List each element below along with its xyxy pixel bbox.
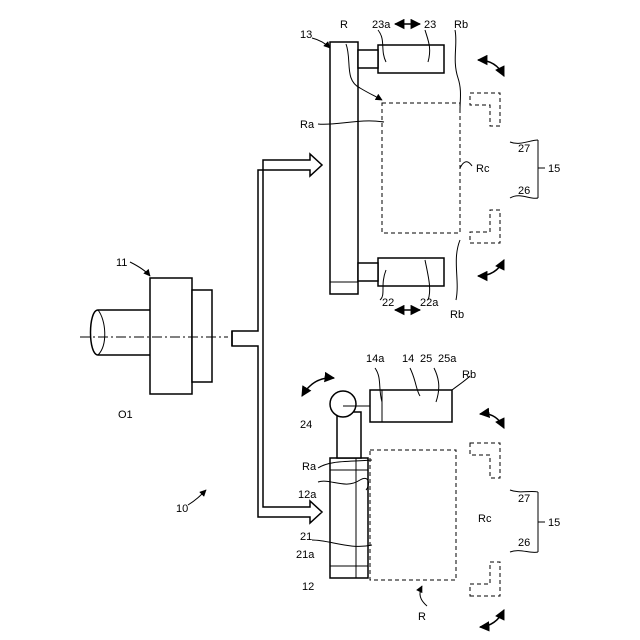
leader-R-bl xyxy=(420,586,427,606)
label-11: 11 xyxy=(116,257,127,269)
member-13 xyxy=(330,42,358,294)
label-23: 23 xyxy=(424,19,436,31)
arm-24 xyxy=(337,412,361,458)
label-27-tr: 27 xyxy=(518,143,530,155)
label-Rb-tr-top: Rb xyxy=(454,19,468,31)
tool-23 xyxy=(378,45,444,73)
member-12 xyxy=(330,458,368,578)
label-27-bl: 27 xyxy=(518,493,530,505)
label-12a: 12a xyxy=(298,489,317,501)
label-14: 14 xyxy=(402,353,414,365)
label-14a: 14a xyxy=(366,353,385,365)
tool-23-neck xyxy=(358,50,378,68)
label-R-bl: R xyxy=(418,611,426,623)
joint-24 xyxy=(330,391,356,417)
label-R-tr: R xyxy=(340,19,348,31)
region-R-bl xyxy=(370,450,456,580)
label-10: 10 xyxy=(176,503,188,515)
label-15-bl: 15 xyxy=(548,517,560,529)
rotate-arrow-26-tr xyxy=(478,260,504,276)
assembly-bottom-left xyxy=(188,368,545,627)
bracket-15-tr xyxy=(538,140,545,198)
assembly-top-right xyxy=(312,24,545,310)
label-12: 12 xyxy=(302,581,314,593)
tool-flange xyxy=(192,290,212,382)
jaw-27-bl xyxy=(470,443,500,478)
jaw-26-tr xyxy=(470,210,500,243)
label-Rc-bl: Rc xyxy=(478,513,492,525)
label-26-bl: 26 xyxy=(518,537,530,549)
tool-body xyxy=(150,278,192,394)
leader-13 xyxy=(312,38,330,48)
tool-shaft xyxy=(91,310,151,355)
label-Rb-tr-bot: Rb xyxy=(450,309,464,321)
tool-22-neck xyxy=(358,263,378,281)
label-Rb-bl: Rb xyxy=(462,369,476,381)
label-Rc-tr: Rc xyxy=(476,163,490,175)
label-21: 21 xyxy=(300,531,312,543)
label-22a: 22a xyxy=(420,297,439,309)
jaw-26-bl xyxy=(470,562,500,596)
label-25a: 25a xyxy=(438,353,457,365)
label-26-tr: 26 xyxy=(518,185,530,197)
rotate-arrow-26-bl xyxy=(480,610,504,627)
region-R-tr xyxy=(382,103,460,233)
leader-11 xyxy=(130,262,150,276)
leader-10 xyxy=(188,490,206,505)
label-21a: 21a xyxy=(296,549,315,561)
label-25: 25 xyxy=(420,353,432,365)
label-24: 24 xyxy=(300,419,312,431)
rotate-arrow-27-tr xyxy=(478,60,504,76)
jaw-27-tr xyxy=(470,93,500,126)
rotate-arrow-24 xyxy=(302,378,334,396)
label-Ra-tr: Ra xyxy=(300,119,315,131)
label-23a: 23a xyxy=(372,19,391,31)
label-15-tr: 15 xyxy=(548,163,560,175)
tool-22 xyxy=(378,258,444,286)
label-O1: O1 xyxy=(118,409,133,421)
shaft-break xyxy=(98,310,105,355)
rotate-arrow-27-bl xyxy=(480,414,504,428)
tool-11 xyxy=(80,262,228,394)
label-Ra-bl: Ra xyxy=(302,461,317,473)
bracket-15-bl xyxy=(538,492,545,552)
label-13: 13 xyxy=(300,29,312,41)
label-22: 22 xyxy=(382,297,394,309)
